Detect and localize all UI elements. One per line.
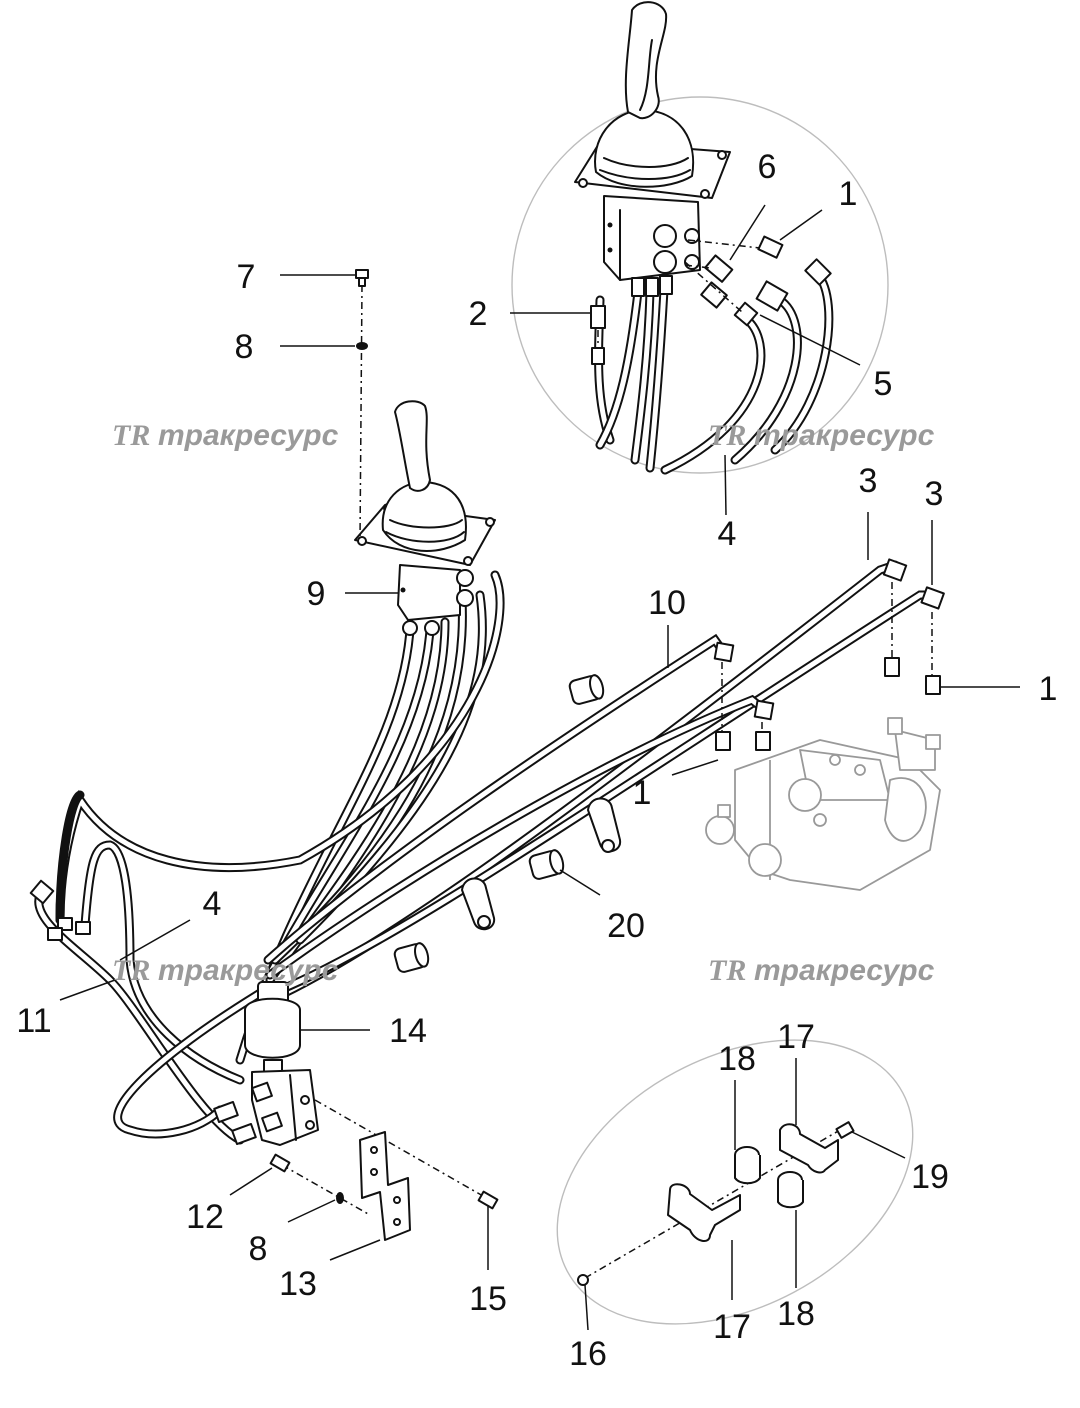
callout-label: 8 (249, 1230, 268, 1268)
hoses-4-11 (29, 790, 270, 1145)
control-valve (705, 717, 941, 891)
callout-label: 10 (648, 584, 686, 622)
callout-label: 13 (279, 1265, 317, 1303)
callout-label: 3 (859, 462, 878, 500)
callout-label: 20 (607, 907, 645, 945)
callout-label: 18 (718, 1040, 756, 1078)
callout-label: 17 (713, 1308, 751, 1346)
watermark-3: TR тракресурс (112, 954, 339, 987)
bolt-7-washer-8 (355, 269, 369, 541)
callout-label: 4 (718, 515, 737, 553)
watermark-text: тракресурс (754, 954, 935, 987)
clamps-bushings-20 (393, 674, 622, 973)
watermark-1: TR тракресурс (112, 419, 339, 452)
callouts: 1 1 1 2 3 3 4 4 5 6 7 8 8 9 10 11 12 13 … (16, 148, 1057, 1373)
callout-label: 8 (235, 328, 254, 366)
detail-clamps (577, 1121, 855, 1286)
watermark-logo: TR (112, 954, 150, 987)
callout-label: 1 (633, 774, 652, 812)
callout-label: 14 (389, 1012, 427, 1050)
leader-lines (59, 204, 1020, 1331)
watermark-text: тракресурс (158, 419, 339, 452)
callout-label: 3 (925, 475, 944, 513)
detail-view-joystick (511, 96, 889, 474)
watermark-text: тракресурс (754, 419, 935, 452)
callout-label: 4 (203, 885, 222, 923)
detail-view-clamps (556, 1039, 914, 1325)
hoses-3-10 (263, 558, 945, 1005)
watermark-4: TR тракресурс (708, 954, 935, 987)
watermark-logo: TR (112, 419, 150, 452)
watermark-2: TR тракресурс (708, 419, 935, 452)
callout-label: 1 (839, 175, 858, 213)
callout-label: 19 (911, 1158, 949, 1196)
callout-label: 2 (469, 295, 488, 333)
bracket-13 (269, 1099, 499, 1241)
callout-label: 18 (777, 1295, 815, 1333)
watermark-text: тракресурс (158, 954, 339, 987)
watermark-logo: TR (708, 954, 746, 987)
watermark-logo: TR (708, 419, 746, 452)
callout-label: 5 (874, 365, 893, 403)
callout-label: 11 (16, 1002, 51, 1040)
callout-label: 6 (758, 148, 777, 186)
callout-label: 16 (569, 1335, 607, 1373)
callout-label: 7 (237, 258, 256, 296)
callout-label: 12 (186, 1198, 224, 1236)
accumulator-14 (213, 981, 319, 1146)
callout-label: 1 (1039, 670, 1058, 708)
callout-label: 17 (777, 1018, 815, 1056)
callout-label: 9 (307, 575, 326, 613)
callout-label: 15 (469, 1280, 507, 1318)
detail-joystick (574, 1, 834, 475)
